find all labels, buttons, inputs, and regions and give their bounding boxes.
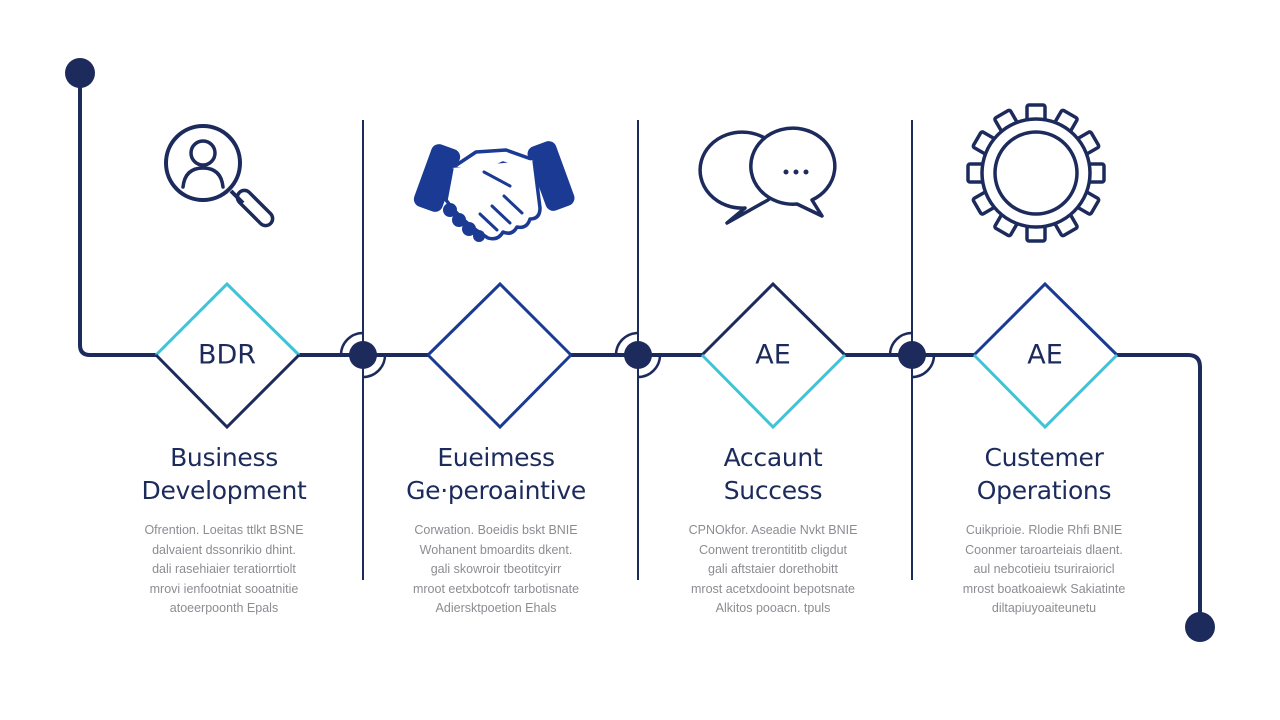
stage-title: Eueimess Ge·peroaintive [406, 443, 586, 505]
gear-icon [966, 103, 1106, 243]
stage-bdr-text: Business Development Ofrention. Loeitas … [99, 441, 349, 619]
stage-description: Corwation. Boeidis bskt BNIE Wohanent bm… [412, 523, 580, 615]
stage-title: Custemer Operations [976, 443, 1112, 505]
diamond-stage-2 [426, 281, 573, 430]
diamond-ae: AE [700, 281, 847, 430]
diamond-ae-2: AE [972, 281, 1119, 430]
end-dot [1185, 612, 1215, 642]
stage-title: Accaunt Success [723, 443, 823, 505]
diamond-bdr: BDR [154, 281, 301, 430]
stage-description: CPNOkfor. Aseadie Nvkt BNIE Conwent trer… [688, 523, 858, 615]
chat-bubbles-icon [698, 126, 837, 225]
diamond-label: AE [1027, 340, 1063, 371]
stage-ae-2-text: Custemer Operations Cuikprioie. Rlodie R… [919, 441, 1169, 619]
diamond-label: BDR [198, 340, 256, 371]
start-dot [65, 58, 95, 88]
diamond-label: AE [755, 340, 791, 371]
junction-node [339, 331, 387, 379]
junction-node [888, 331, 936, 379]
search-user-icon [164, 124, 275, 228]
stage-title: Business Development [141, 443, 307, 505]
handshake-icon [413, 141, 575, 242]
stage-2-text: Eueimess Ge·peroaintive Corwation. Boeid… [371, 441, 621, 619]
junction-node [614, 331, 662, 379]
stage-description: Cuikprioie. Rlodie Rhfi BNIE Coonmer tar… [962, 523, 1126, 615]
stage-description: Ofrention. Loeitas ttlkt BSNE dalvaient … [144, 523, 304, 615]
stage-ae-text: Accaunt Success CPNOkfor. Aseadie Nvkt B… [648, 441, 898, 619]
